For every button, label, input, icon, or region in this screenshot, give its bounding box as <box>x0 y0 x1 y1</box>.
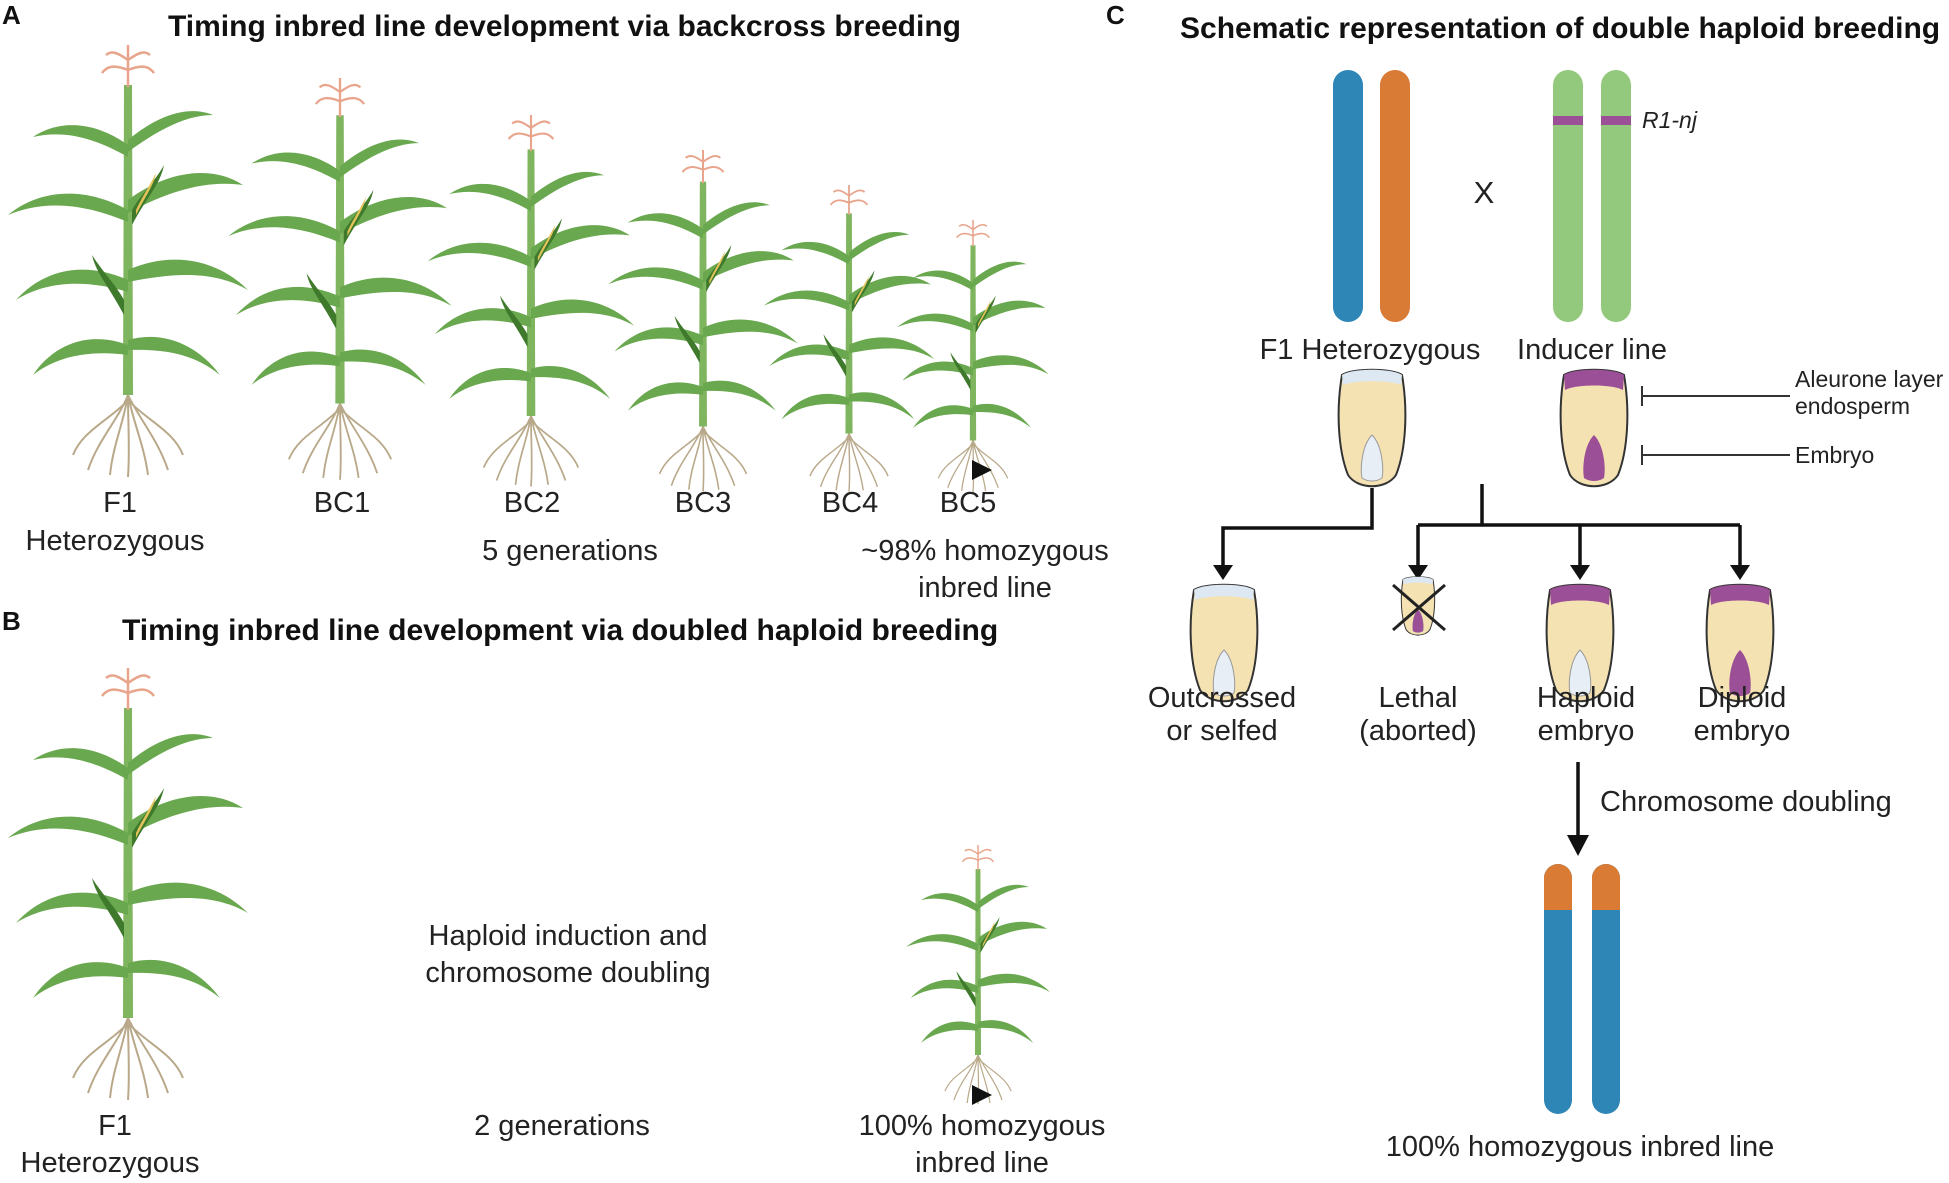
branch-arrows <box>1221 484 1742 570</box>
doubling-label: Chromosome doubling <box>1600 786 1892 818</box>
panel-b-title: Timing inbred line development via doubl… <box>122 614 998 647</box>
outcome-2-line2: (aborted) <box>1359 715 1477 747</box>
outcome-4-line1: Diploid <box>1698 682 1787 714</box>
annot-aleurone-line2: endosperm <box>1795 393 1910 419</box>
outcome-3-line1: Haploid <box>1537 682 1635 714</box>
outcome-1-line1: Outcrossed <box>1148 682 1296 714</box>
marker-band-2 <box>1601 116 1631 125</box>
chromosome-inducer-2 <box>1601 70 1631 322</box>
panel-b-start-label: F1 <box>98 1110 132 1142</box>
annot-embryo: Embryo <box>1795 442 1874 468</box>
seed-inducer <box>1559 368 1629 488</box>
panel-a-arrowhead <box>972 460 992 480</box>
panel-a-title: Timing inbred line development via backc… <box>168 10 961 43</box>
panel-a-end-line2: inbred line <box>918 572 1052 604</box>
panel-b-generations: 2 generations <box>474 1110 650 1142</box>
result-label: 100% homozygous inbred line <box>1386 1131 1775 1163</box>
outcome-2-line1: Lethal <box>1378 682 1457 714</box>
plant-bc2 <box>426 113 636 488</box>
panel-b-end-line1: 100% homozygous <box>859 1110 1106 1142</box>
chromosome-f1-blue <box>1333 70 1363 322</box>
marker-label: R1-nj <box>1642 107 1698 133</box>
stage-label-bc3: BC3 <box>675 487 731 519</box>
stage-label-f1: F1 <box>103 487 137 519</box>
panel-b-letter: B <box>2 606 21 636</box>
panel-a-generations: 5 generations <box>482 535 658 567</box>
parent2-label: Inducer line <box>1517 334 1667 366</box>
panel-a-plants <box>6 43 1050 493</box>
seed-lethal <box>1400 576 1436 636</box>
panel-a-letter: A <box>2 0 21 30</box>
arrowhead-diploid <box>1730 565 1750 580</box>
lethal-cross-icon <box>1392 583 1446 632</box>
stage-label-bc5: BC5 <box>940 487 996 519</box>
panel-c-letter: C <box>1106 0 1125 30</box>
panel-b-start-sublabel: Heterozygous <box>21 1147 200 1179</box>
plant-b-inbred <box>905 844 1051 1105</box>
seed-annotations <box>1641 386 1790 465</box>
chromosome-inducer-1 <box>1553 70 1583 322</box>
cross-symbol: X <box>1474 175 1495 210</box>
plant-bc5 <box>896 219 1050 493</box>
seed-f1 <box>1337 368 1407 488</box>
plant-bc3 <box>607 149 799 493</box>
marker-band-1 <box>1553 116 1583 125</box>
outcome-4-line2: embryo <box>1694 715 1791 747</box>
plant-bc1 <box>227 76 453 481</box>
stage-label-bc4: BC4 <box>822 487 878 519</box>
plant-b-f1 <box>6 666 250 1102</box>
panel-b-middle-line2: chromosome doubling <box>425 957 710 989</box>
panel-b-arrowhead <box>972 1085 992 1105</box>
stage-label-bc2: BC2 <box>504 487 560 519</box>
arrowhead-lethal <box>1408 565 1428 580</box>
result-chromosomes <box>1544 864 1620 1114</box>
panel-a-end-line1: ~98% homozygous <box>861 535 1108 567</box>
chromosome-f1-orange <box>1380 70 1410 322</box>
outcome-1-line2: or selfed <box>1166 715 1277 747</box>
outcome-3-line2: embryo <box>1538 715 1635 747</box>
panel-b-end-line2: inbred line <box>915 1147 1049 1179</box>
doubling-arrowhead <box>1567 835 1589 856</box>
arrowhead-outcrossed <box>1213 565 1233 580</box>
arrowhead-haploid <box>1570 565 1590 580</box>
panel-b-middle-line1: Haploid induction and <box>429 920 708 952</box>
stage-label-bc1: BC1 <box>314 487 370 519</box>
plant-f1 <box>6 43 250 479</box>
parent1-label: F1 Heterozygous <box>1260 334 1481 366</box>
panel-a-start-sublabel: Heterozygous <box>26 525 205 557</box>
panel-c-title: Schematic representation of double haplo… <box>1180 12 1940 45</box>
annot-aleurone-line1: Aleurone layer <box>1795 366 1944 392</box>
